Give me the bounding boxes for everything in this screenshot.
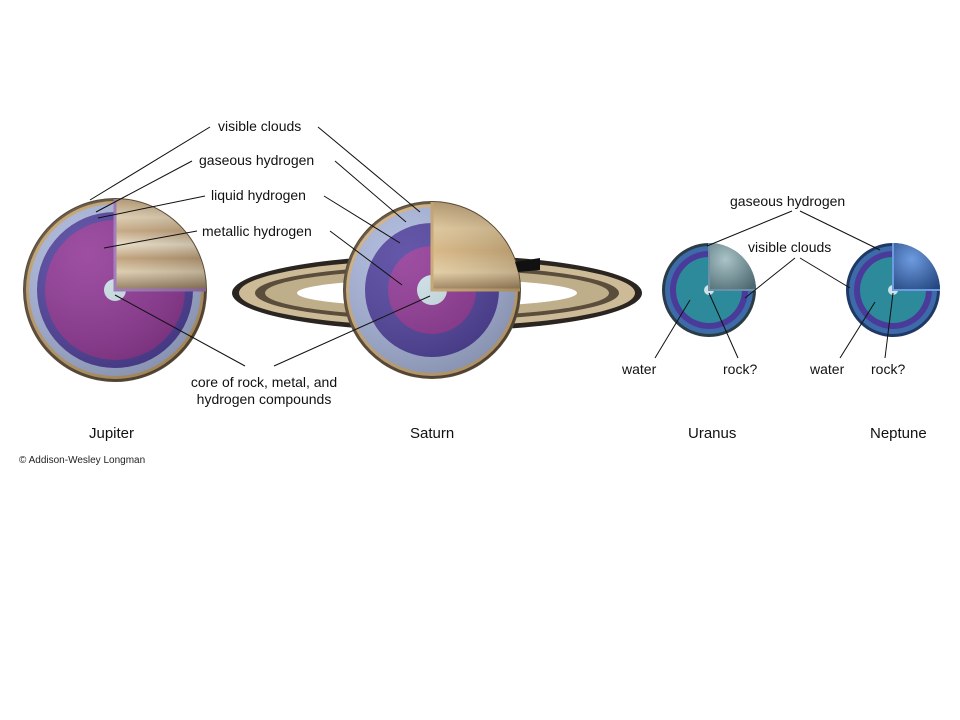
leader-visible-clouds-uranus [744, 257, 796, 299]
planet-name-saturn: Saturn [410, 425, 455, 442]
leader-visible-clouds-saturn [317, 126, 421, 213]
leader-rock-neptune [884, 292, 894, 359]
saturn-cutaway [232, 201, 642, 379]
copyright-credit: © Addison-Wesley Longman [19, 455, 146, 466]
leader-water-neptune [839, 301, 876, 359]
leader-lines [89, 126, 894, 367]
leader-visible-clouds-jupiter [89, 126, 211, 201]
label-metallic-hydrogen: metallic hydrogen [202, 223, 312, 239]
leader-gaseous-hydrogen-jupiter [95, 160, 193, 213]
label-core-line1: core of rock, metal, and [190, 374, 338, 390]
uranus-surface-quadrant [709, 243, 756, 290]
leader-gaseous-hydrogen-uranus [706, 210, 793, 247]
leader-metallic-hydrogen-saturn [329, 230, 403, 286]
neptune-surface-quadrant [893, 243, 940, 290]
label-uranus-rock: rock? [723, 361, 758, 377]
label-visible-clouds: visible clouds [218, 118, 302, 134]
label-liquid-hydrogen: liquid hydrogen [211, 187, 306, 203]
leader-water-uranus [654, 299, 691, 359]
label-neptune-water: water [810, 361, 845, 377]
label-ice-gaseous-hydrogen: gaseous hydrogen [730, 193, 846, 209]
label-neptune-rock: rock? [871, 361, 906, 377]
leader-metallic-hydrogen-jupiter [103, 230, 198, 249]
leader-liquid-hydrogen-jupiter [97, 195, 206, 219]
label-uranus-water: water [622, 361, 657, 377]
leader-core-jupiter [114, 294, 246, 367]
label-core-line2: hydrogen compounds [196, 391, 332, 407]
label-gaseous-hydrogen: gaseous hydrogen [199, 152, 315, 168]
neptune-cutaway [846, 243, 940, 337]
neptune-cut-edge [892, 243, 940, 291]
label-core: core of rock, metal, and hydrogen compou… [178, 374, 350, 408]
leader-core-saturn [273, 295, 431, 367]
jupiter-cutaway [23, 198, 207, 382]
saturn-ring-shadow [515, 258, 540, 272]
planet-name-jupiter: Jupiter [89, 425, 135, 442]
leader-liquid-hydrogen-saturn [323, 195, 401, 244]
jupiter-shading [24, 199, 206, 381]
leader-rock-uranus [708, 292, 739, 359]
saturn-shading [344, 202, 520, 378]
planet-name-uranus: Uranus [688, 425, 737, 442]
leader-gaseous-hydrogen-neptune [799, 210, 881, 251]
uranus-cut-edge [708, 243, 756, 291]
uranus-cutaway [662, 243, 756, 337]
planet-name-neptune: Neptune [870, 425, 927, 442]
leader-gaseous-hydrogen-saturn [334, 160, 407, 223]
label-ice-visible-clouds: visible clouds [748, 239, 832, 255]
leader-visible-clouds-neptune [799, 257, 851, 289]
